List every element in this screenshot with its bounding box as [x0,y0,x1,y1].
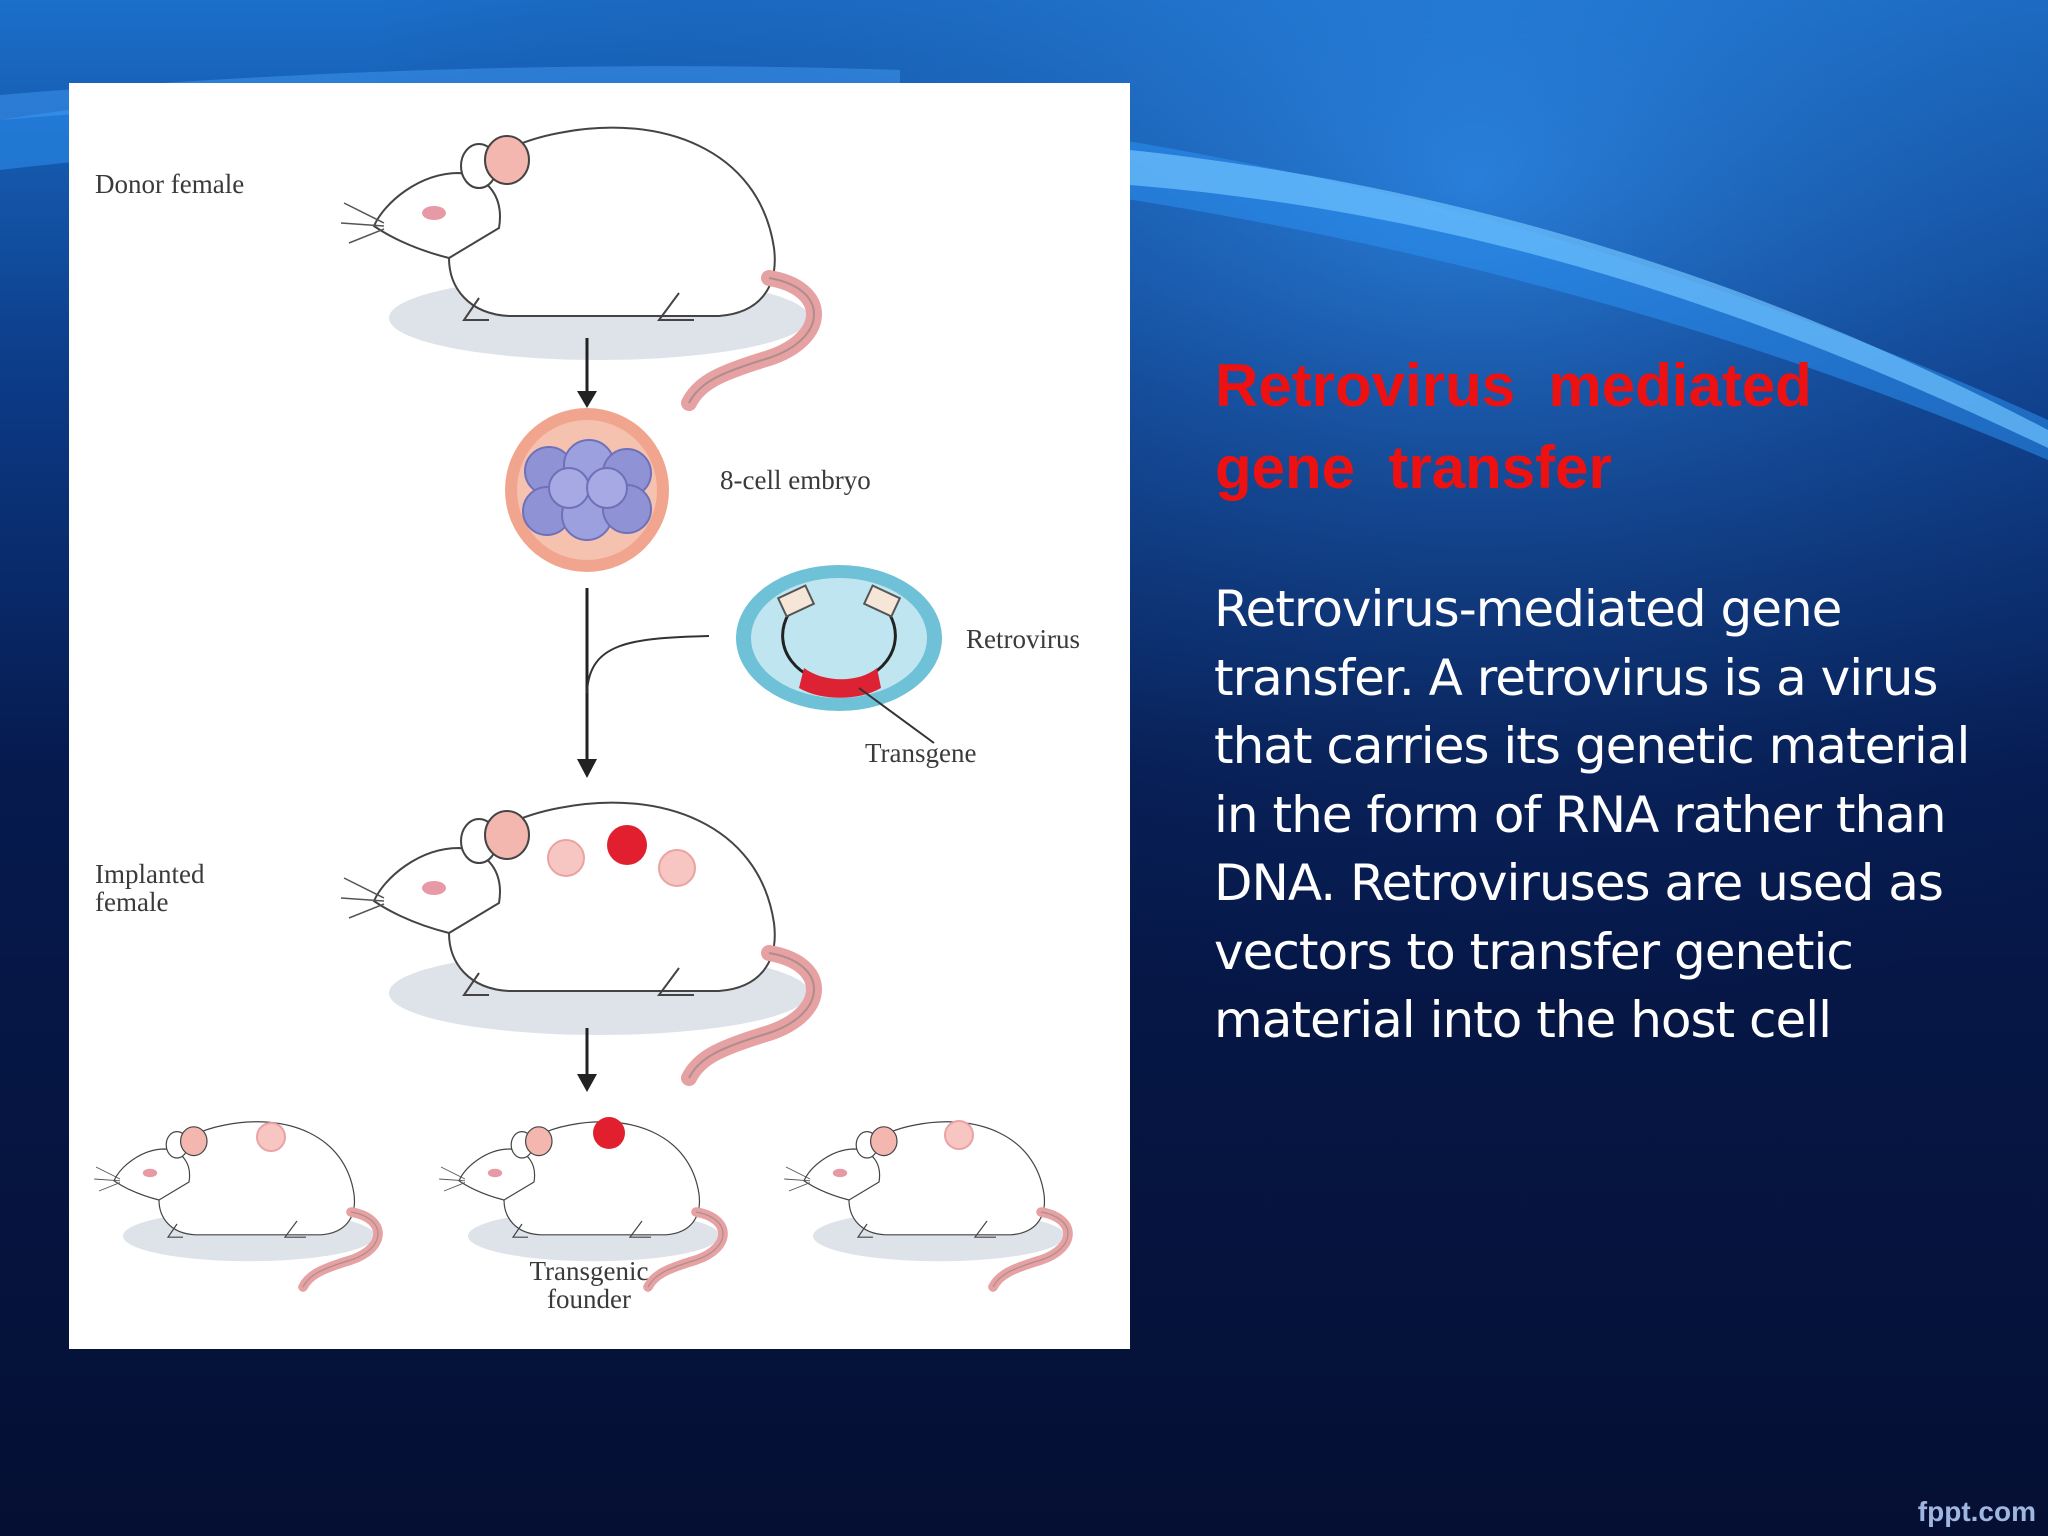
arrow-down-icon [577,588,710,778]
transgene-label: Transgene [865,738,977,768]
slide-title-line: gene transfer [1215,434,1612,501]
body-line: material into the host cell [1214,991,1832,1049]
body-line: that carries its genetic material [1214,717,1970,775]
body-line: transfer. A retrovirus is a virus [1214,648,1938,707]
transgenic-founder-mouse [439,1117,723,1287]
body-line: vectors to transfer genetic [1214,922,1854,981]
arrow-down-icon [577,1028,597,1092]
diagram-panel: Donor female 8-cell embryo Retrovirus Tr… [69,83,1130,1349]
eight-cell-embryo [505,408,669,572]
transgenic-founder-label-line2: founder [547,1284,631,1314]
body-line: DNA. Retroviruses are used as [1214,854,1944,912]
donor-female-label: Donor female [95,169,245,199]
implanted-female-label-line1: Implanted [95,859,205,889]
offspring-mouse-left [94,1122,378,1287]
implanted-female-label-line2: female [95,887,169,917]
slide-title-line: Retrovirus mediated [1215,352,1812,419]
body-line: Retrovirus-mediated gene [1214,580,1842,638]
eight-cell-embryo-label: 8-cell embryo [720,465,871,495]
watermark: fppt.com [1917,1496,2036,1527]
body-line: in the form of RNA rather than [1214,785,1947,844]
arrow-down-icon [577,338,597,408]
transgenic-mouse-diagram [69,83,1130,1349]
slide-title: Retrovirus mediated gene transfer [1215,345,1915,509]
transgenic-founder-label-line1: Transgenic [529,1256,649,1286]
retrovirus-label: Retrovirus [966,624,1080,654]
implanted-female-mouse [341,803,814,1078]
retrovirus-particle [736,565,942,744]
donor-female-mouse [341,128,814,403]
slide-body-text: Retrovirus-mediated gene transfer. A ret… [1214,575,2014,1055]
offspring-mouse-right [784,1121,1068,1287]
